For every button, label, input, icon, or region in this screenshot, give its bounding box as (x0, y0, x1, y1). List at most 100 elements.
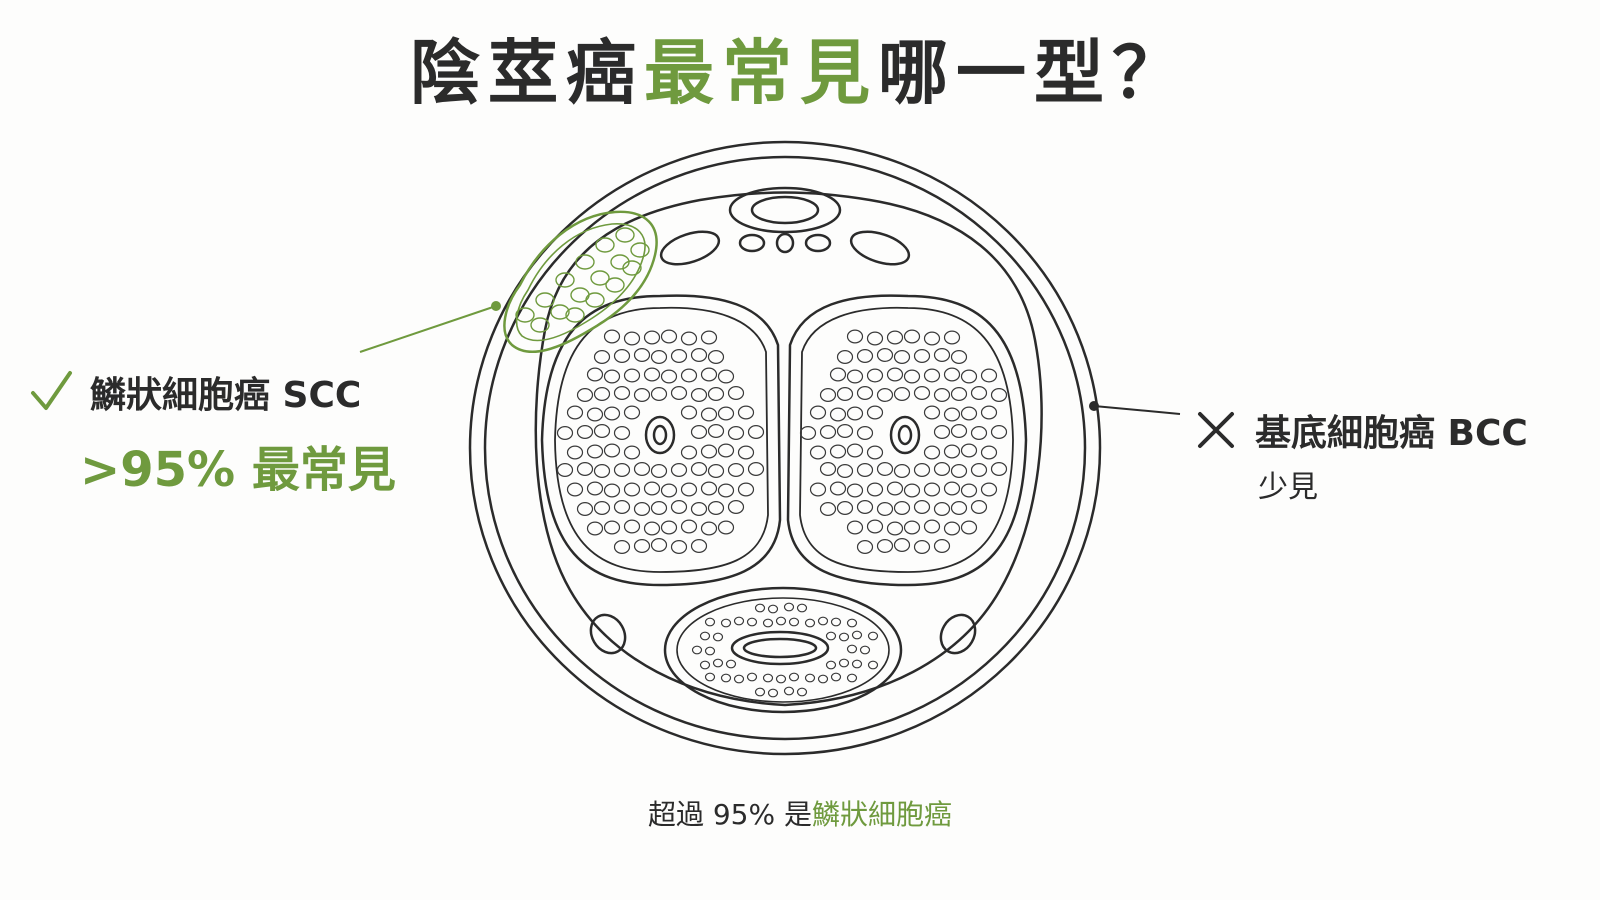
cavernous-tissue-cell (836, 387, 854, 401)
corpus-cavernosum-right (786, 294, 1028, 587)
cavernous-tissue-cell (913, 349, 931, 363)
tumor-cell (595, 237, 615, 253)
skin-inner-layer (483, 155, 1087, 741)
cavernous-tissue-cell (923, 482, 941, 497)
cavernous-tissue-cell (700, 407, 718, 422)
cavernous-tissue-cell (893, 538, 911, 552)
fascia-layer (534, 191, 1043, 707)
cavernous-tissue-cell (886, 521, 904, 536)
spongy-tissue-cell (867, 631, 879, 641)
bcc-leader-dot (1089, 401, 1099, 411)
cavernous-tissue-cell (680, 519, 698, 534)
cavernous-tissue-cell (603, 329, 621, 344)
cross-icon (1198, 412, 1234, 448)
spongy-tissue-cell (867, 660, 879, 670)
cavernous-tissue-cell (943, 481, 961, 496)
cavernous-tissue-cell (660, 369, 678, 384)
cavernous-tissue-cell (650, 464, 668, 478)
cavernous-tissue-cell (586, 367, 604, 382)
cavernous-tissue-cell (700, 481, 718, 496)
cavernous-tissue-cell (836, 464, 854, 478)
tumor-cell (530, 317, 550, 333)
bcc-label: 基底細胞癌 BCC (1255, 413, 1528, 454)
cavernous-tissue-cell (690, 388, 708, 402)
cavernous-tissue-cell (586, 481, 604, 496)
cavernous-tissue-cell (747, 425, 765, 439)
cavernous-tissue-cell (943, 444, 961, 459)
cavernous-tissue-cell (586, 407, 604, 422)
cavernous-tissue-cell (680, 331, 698, 346)
corpus-spongiosum-inner (676, 597, 890, 703)
cavernous-tissue-cell (990, 388, 1008, 402)
cavernous-tissue-cell (623, 368, 641, 383)
spongy-tissue-cell (746, 672, 758, 682)
cavernous-tissue-cell (613, 540, 631, 554)
cavernous-tissue-cell (950, 501, 968, 515)
cavernous-tissue-cell (727, 500, 745, 514)
cavernous-tissue-cell (866, 519, 884, 534)
spongy-tissue-cell (859, 645, 871, 655)
cavernous-tissue-cell (700, 330, 718, 345)
check-icon (31, 371, 72, 410)
cavernous-tissue-cell (893, 387, 911, 401)
cavernous-tissue-cell (613, 386, 631, 400)
spongy-tissue-cell (851, 630, 863, 640)
spongy-tissue-cell (804, 673, 816, 683)
lateral-vessel-right (939, 613, 977, 655)
dorsal-vein (728, 186, 842, 234)
cavernous-tissue-cell (566, 482, 584, 497)
cavernous-tissue-cell (923, 368, 941, 383)
cavernous-tissue-cell (613, 463, 631, 477)
cavernous-tissue-cell (836, 424, 854, 438)
title-part1: 陰莖癌 (410, 32, 644, 114)
cavernous-tissue-cell (717, 369, 735, 384)
tumor-cell (535, 292, 555, 308)
cavernous-tissue-cell (633, 388, 651, 402)
tumor-cell (555, 272, 575, 288)
spongy-tissue-cell (733, 616, 745, 626)
cavernous-tissue-cell (836, 501, 854, 515)
cavernous-tissue-cell (980, 445, 998, 460)
cavernous-tissue-cell (690, 539, 708, 553)
spongy-tissue-cell (851, 659, 863, 669)
cavernous-tissue-cell (903, 329, 921, 344)
cavernous-tissue-cell (893, 350, 911, 364)
tumor-lesion-inner (515, 223, 646, 342)
tumor-cell (585, 292, 605, 308)
urethra (730, 630, 830, 666)
cavernous-tissue-cell (643, 330, 661, 345)
cavernous-tissue-cell (603, 369, 621, 384)
cavernous-tissue-cell (727, 386, 745, 400)
cavernous-tissue-cell (866, 368, 884, 383)
spongy-tissue-cell (796, 603, 808, 613)
dorsal-nerve-right (849, 230, 911, 266)
cavernous-tissue-cell (846, 406, 864, 421)
corpus-cavernosum-right-inner (799, 306, 1014, 573)
lateral-vessel-left (589, 613, 627, 655)
cavernous-tissue-cell (650, 538, 668, 552)
cavernous-tissue-cell (576, 388, 594, 402)
cavernous-tissue-cell (876, 502, 894, 516)
dorsal-artery-left (738, 233, 766, 253)
spongy-tissue-cell (754, 603, 766, 613)
cavernous-tissue-cell (933, 388, 951, 402)
spongy-tissue-cell (817, 674, 829, 684)
spongy-tissue-cell (762, 618, 774, 628)
cavernous-tissue-cell (960, 443, 978, 458)
bcc-leader-line (1093, 405, 1181, 415)
cavernous-tissue-cell (933, 539, 951, 553)
cavernous-tissue-cell (690, 462, 708, 476)
cavernous-tissue-cell (717, 406, 735, 421)
cavernous-tissue-cell (576, 462, 594, 476)
spongy-tissue-cell (725, 659, 737, 669)
cavernous-tissue-cell (680, 405, 698, 420)
cavernous-tissue-cell (903, 369, 921, 384)
cavernous-tissue-cell (576, 502, 594, 516)
spongy-tissue-cell (796, 687, 808, 697)
cavernous-tissue-cell (680, 368, 698, 383)
cavernous-tissue-cell (603, 483, 621, 498)
spongy-tissue-cell (838, 658, 850, 668)
cavernous-tissue-cell (747, 462, 765, 476)
caption-prefix: 超過 95% 是 (647, 798, 813, 831)
